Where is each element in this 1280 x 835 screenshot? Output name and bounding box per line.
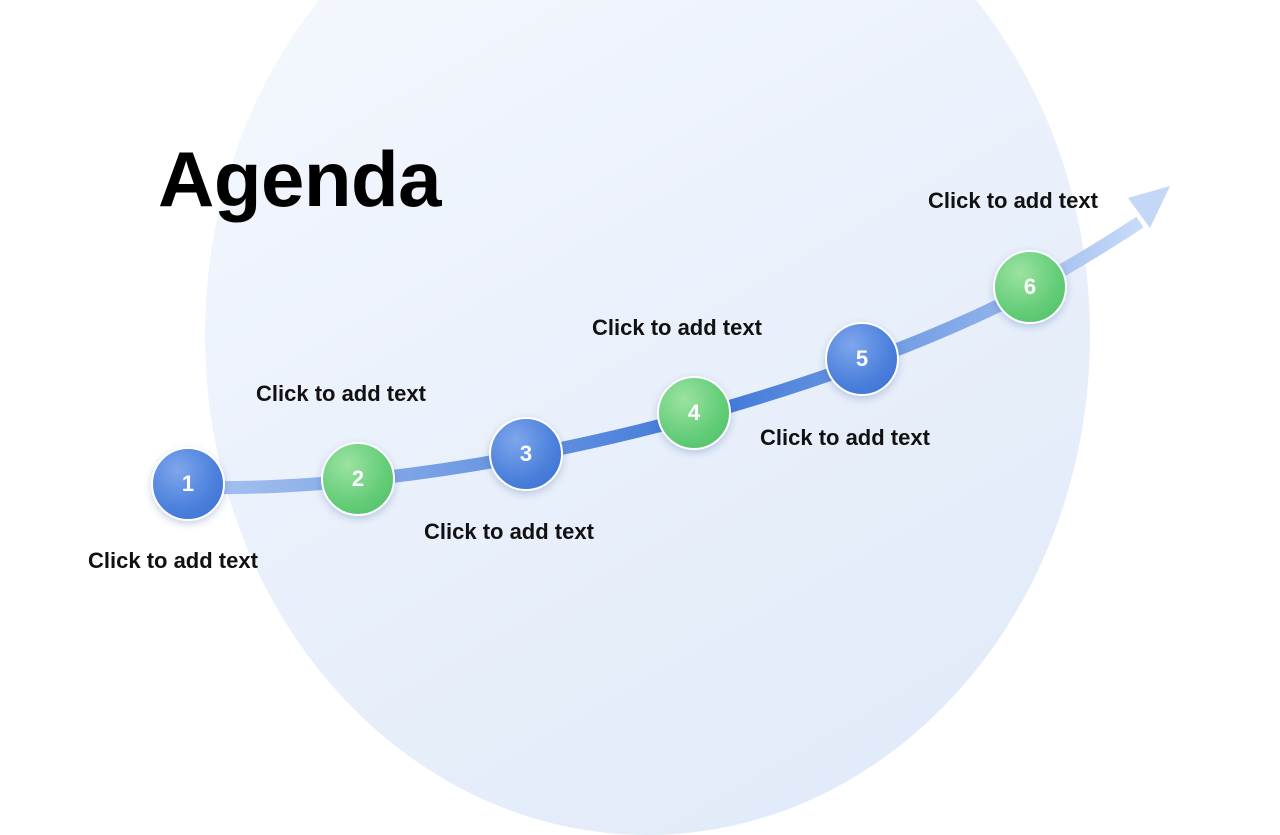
- step-6-node[interactable]: 6: [993, 250, 1067, 324]
- step-4-node[interactable]: 4: [657, 376, 731, 450]
- step-3-node[interactable]: 3: [489, 417, 563, 491]
- step-2-node[interactable]: 2: [321, 442, 395, 516]
- step-5-label[interactable]: Click to add text: [760, 425, 930, 450]
- page-title[interactable]: Agenda: [158, 135, 442, 223]
- step-4-number: 4: [687, 400, 701, 425]
- step-5-node[interactable]: 5: [825, 322, 899, 396]
- timeline-curve: [185, 216, 1144, 495]
- step-6-number: 6: [1023, 274, 1037, 299]
- step-1-node[interactable]: 1: [151, 447, 225, 521]
- step-5-number: 5: [855, 346, 869, 371]
- step-1-number: 1: [181, 471, 195, 496]
- step-1-label[interactable]: Click to add text: [88, 548, 258, 573]
- step-4-label[interactable]: Click to add text: [592, 315, 762, 340]
- background-circle: [205, 0, 1090, 835]
- arrow-head-icon: [1128, 186, 1170, 228]
- step-2-number: 2: [351, 466, 365, 491]
- step-2-label[interactable]: Click to add text: [256, 381, 426, 406]
- step-6-label[interactable]: Click to add text: [928, 188, 1098, 213]
- step-3-label[interactable]: Click to add text: [424, 519, 594, 544]
- step-3-number: 3: [519, 441, 533, 466]
- timeline-path: [185, 186, 1170, 495]
